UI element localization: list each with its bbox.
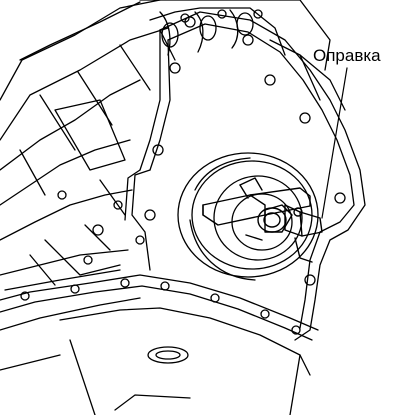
alignment-tool-label: Оправка xyxy=(313,46,381,65)
crank-damper xyxy=(177,152,319,281)
cylinder-block-left xyxy=(0,0,176,291)
oil-pan xyxy=(0,274,319,415)
callout-leader-line xyxy=(321,67,348,219)
cylinder-head-right xyxy=(139,0,346,111)
timing-cover xyxy=(124,11,366,341)
alignment-tool xyxy=(202,177,323,263)
